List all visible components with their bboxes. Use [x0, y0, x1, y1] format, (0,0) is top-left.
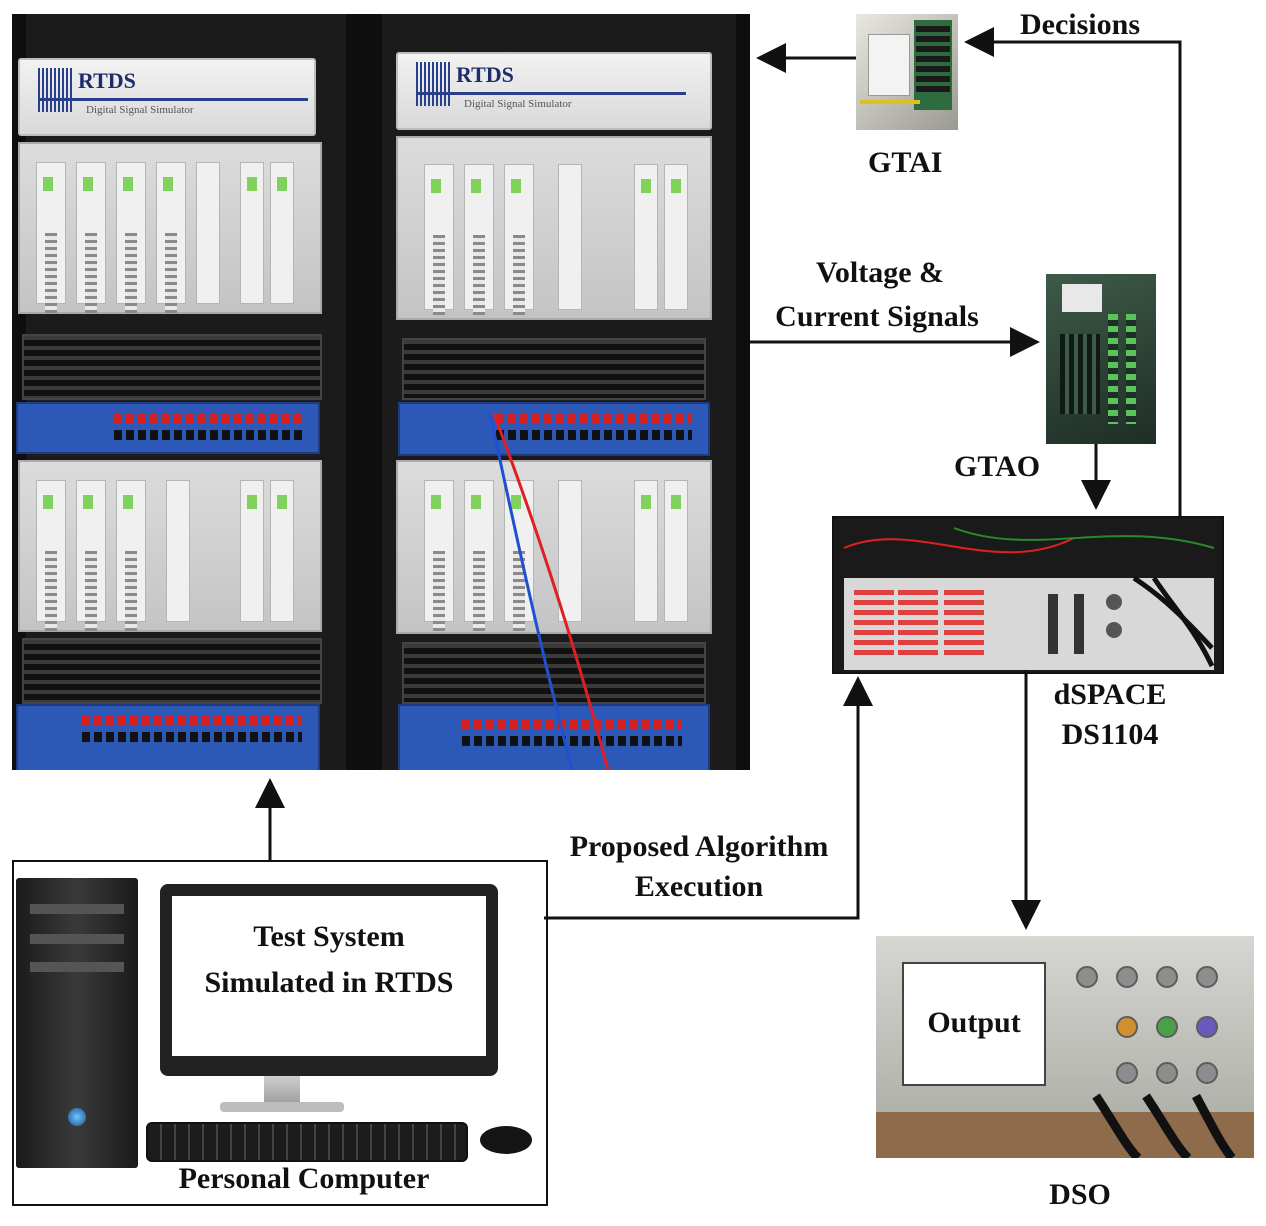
monitor-text-line2: Simulated in RTDS [204, 966, 454, 999]
card-bay-left-lower [18, 460, 322, 632]
gtao-label: GTAO [954, 450, 1041, 483]
keyboard-icon [146, 1122, 468, 1162]
output-label: Output [927, 1006, 1021, 1039]
rtds-logo-left: RTDS [78, 68, 136, 93]
rtds-subtitle-right: Digital Signal Simulator [464, 98, 572, 110]
decisions-label: Decisions [1020, 8, 1140, 41]
algorithm-arrow-path [544, 676, 873, 920]
patch-cables [488, 413, 610, 770]
rack-post-middle [346, 14, 382, 770]
gtai-label: GTAI [868, 146, 943, 179]
algorithm-label-line2: Execution [634, 870, 764, 903]
vent-right-upper [402, 338, 706, 400]
vent-left-lower [22, 638, 322, 704]
monitor-screen: Test System Simulated in RTDS [172, 896, 486, 1056]
rtds-subtitle-left: Digital Signal Simulator [86, 104, 194, 116]
dso-photo: Output [876, 936, 1254, 1158]
algorithm-label-line1: Proposed Algorithm [569, 830, 829, 863]
mouse-icon [480, 1126, 532, 1154]
jack-panel-right-upper [398, 402, 710, 456]
rtds-rack-photo: RTDS Digital Signal Simulator RTDS Digit… [12, 14, 750, 770]
personal-computer-box: Test System Simulated in RTDS Personal C… [12, 860, 548, 1206]
decisions-arrow-path [964, 27, 1182, 516]
card-bay-left-upper [18, 142, 322, 314]
rack-post-right [736, 14, 750, 770]
dspace-label-line1: dSPACE [1053, 678, 1167, 711]
monitor-text-line1: Test System [253, 920, 405, 953]
monitor-icon: Test System Simulated in RTDS [160, 884, 498, 1076]
rtds-logo-right: RTDS [456, 62, 514, 87]
personal-computer-label: Personal Computer [178, 1162, 430, 1195]
gtai-board-photo [856, 14, 958, 130]
dspace-label-line2: DS1104 [1061, 718, 1159, 751]
card-bay-right-upper [396, 136, 712, 320]
gtao-board-photo [1046, 274, 1156, 444]
vent-left-upper [22, 334, 322, 400]
pc-tower-icon [16, 878, 138, 1168]
dso-screen: Output [902, 962, 1046, 1086]
rtds-header-panel-left: RTDS Digital Signal Simulator [18, 58, 316, 136]
dso-label: DSO [1049, 1178, 1111, 1211]
rtds-header-panel-right: RTDS Digital Signal Simulator [396, 52, 712, 130]
jack-panel-right-lower [398, 704, 710, 770]
jack-panel-left-upper [16, 402, 320, 454]
dspace-ds1104-photo [832, 516, 1224, 674]
jack-panel-left-lower [16, 704, 320, 770]
voltage-current-label-line2: Current Signals [775, 300, 979, 333]
voltage-current-label-line1: Voltage & [815, 256, 945, 289]
